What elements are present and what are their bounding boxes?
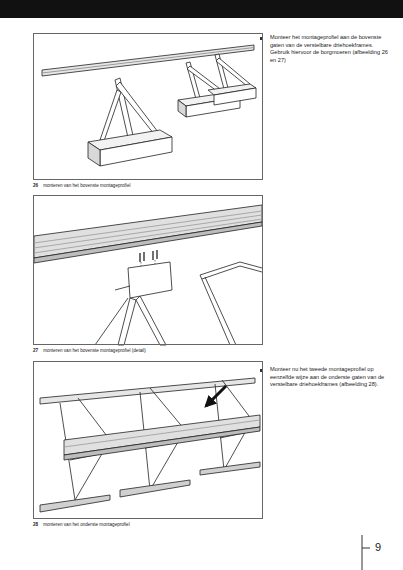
drawing-stroke	[120, 480, 190, 497]
drawing-stroke	[118, 298, 136, 345]
drawing-stroke	[136, 296, 166, 345]
instruction-text: Monteer het montageprofiel aan de bovens…	[270, 34, 388, 64]
drawing-stroke	[178, 100, 186, 117]
figure-number: 27	[33, 348, 38, 353]
drawing-stroke	[40, 495, 110, 512]
figure-panel: 27 monteren van het bovenste montageprofi…	[33, 195, 263, 354]
figure-frame	[33, 195, 263, 345]
drawing-stroke	[100, 137, 172, 166]
caption-text: monteren van het bovenste montageprofiel…	[43, 348, 146, 353]
figure-panel: 26 monteren van het bovenste montageprofi…	[33, 33, 263, 189]
drawing-stroke	[216, 58, 250, 86]
header-bar	[0, 0, 403, 18]
drawing-stroke	[200, 262, 262, 345]
page-rule	[362, 535, 370, 570]
figure-panel: 28 monteren van het onderste montageprofi…	[33, 361, 263, 528]
figure-frame	[33, 361, 263, 519]
figure-number: 28	[33, 522, 38, 527]
drawing-stroke	[116, 82, 158, 134]
figure-frame	[33, 33, 263, 180]
figure-caption: 27 monteren van het bovenste montageprofi…	[33, 348, 263, 354]
figure-26	[42, 45, 256, 166]
drawing-stroke	[88, 142, 100, 166]
drawing-stroke	[214, 88, 256, 105]
drawing-stroke	[140, 250, 157, 262]
drawing-stroke	[215, 54, 228, 89]
figure-28	[40, 378, 260, 512]
drawing-stroke	[200, 462, 260, 475]
figure-caption: 28 monteren van het onderste montageprofi…	[33, 522, 263, 528]
caption-text: monteren van het bovenste montageprofiel	[43, 183, 130, 188]
drawing-stroke	[34, 222, 262, 263]
figure-number: 26	[33, 183, 38, 188]
drawing-stroke	[100, 90, 121, 141]
drawing-stroke	[206, 386, 226, 406]
drawing-stroke	[34, 211, 262, 253]
caption-text: monteren van het onderste montageprofiel	[43, 522, 130, 527]
figure-27	[34, 205, 262, 345]
drawing-stroke	[64, 427, 260, 460]
drawing-stroke	[95, 286, 130, 345]
page-number: 9	[375, 542, 395, 553]
drawing-stroke	[128, 262, 172, 298]
figure-caption: 26 monteren van het bovenste montageprofi…	[33, 183, 263, 189]
instruction-text: Monteer nu het tweede montageprofiel op …	[270, 366, 388, 389]
